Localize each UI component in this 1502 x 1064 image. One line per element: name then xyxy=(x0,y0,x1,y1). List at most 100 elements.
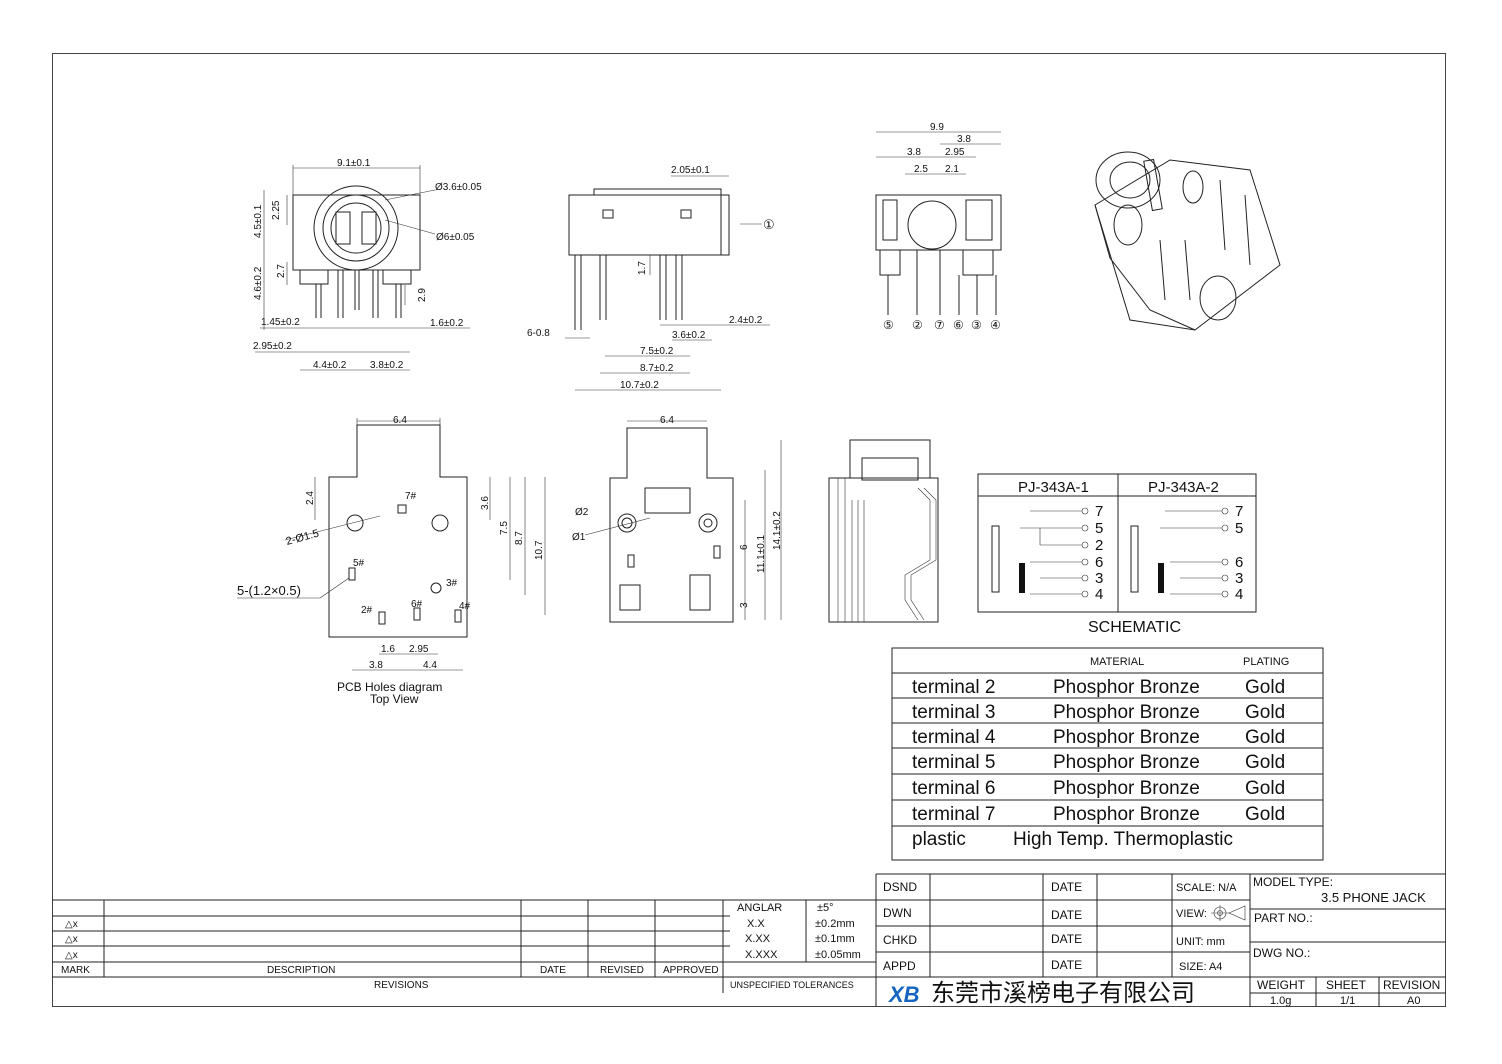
dim-side-pins: 6-0.8 xyxy=(527,328,550,339)
role-approved: APPD xyxy=(883,959,916,973)
dim-front-pin-length: 4.6±0.2 xyxy=(253,266,264,300)
tol-value-angle: ±5° xyxy=(817,902,834,914)
row-material: Phosphor Bronze xyxy=(1053,778,1200,799)
dim-pcb-1-6: 1.6 xyxy=(381,644,395,655)
dim-front-2-25: 2.25 xyxy=(271,200,282,220)
revisions-footer: REVISIONS xyxy=(374,980,429,991)
dim-pcb-3-8: 3.8 xyxy=(369,660,383,671)
size-value: SIZE: A4 xyxy=(1179,961,1222,973)
section-view xyxy=(828,439,939,623)
dim-rear-9-9: 9.9 xyxy=(930,122,944,133)
dim-front-2-7: 2.7 xyxy=(276,264,287,278)
dim-bottom-d2: Ø2 xyxy=(575,507,589,518)
dim-side-2-4: 2.4±0.2 xyxy=(729,315,763,326)
pcb-hole-6: 6# xyxy=(411,599,423,610)
row-part: terminal 5 xyxy=(912,752,995,773)
rev-header-mark: MARK xyxy=(61,965,90,976)
row-plating: Gold xyxy=(1245,702,1285,723)
projection-symbol-icon xyxy=(1211,905,1246,921)
pcb-caption: PCB Holes diagram xyxy=(337,680,442,694)
dim-pcb-10-7: 10.7 xyxy=(534,540,545,560)
revision-block: △x △x △x MARK DESCRIPTION DATE REVISED A… xyxy=(52,899,876,993)
row-part: terminal 6 xyxy=(912,778,995,799)
role-drawn: DWN xyxy=(883,906,912,920)
dim-front-1-6: 1.6±0.2 xyxy=(430,318,464,329)
schematic-right-pin-5: 5 xyxy=(1235,520,1243,537)
row-plating: Gold xyxy=(1245,752,1285,773)
row-part: terminal 3 xyxy=(912,702,995,723)
dim-front-3-8: 3.8±0.2 xyxy=(370,360,404,371)
company-name: 东莞市溪榜电子有限公司 xyxy=(931,980,1195,1007)
rev-header-date: DATE xyxy=(540,965,566,976)
role-checked: CHKD xyxy=(883,933,917,947)
schematic-left-pin-7: 7 xyxy=(1095,503,1103,520)
tol-value-xx: ±0.2mm xyxy=(815,918,855,930)
dim-pcb-8-7: 8.7 xyxy=(514,531,525,545)
pcb-hole-7: 7# xyxy=(405,491,417,502)
dim-pcb-6-4: 6.4 xyxy=(393,415,407,426)
row-plating: Gold xyxy=(1245,804,1285,825)
front-view: 9.1±0.1 Ø3.6±0.05 Ø6±0.05 2.25 4.5±0.1 2… xyxy=(253,158,482,371)
tol-label-xxx: X.XX xyxy=(745,933,771,945)
part-no-label: PART NO.: xyxy=(1254,911,1313,925)
dim-front-width: 9.1±0.1 xyxy=(337,158,371,169)
dim-rear-2-95: 2.95 xyxy=(945,147,965,158)
schematic-left-pin-4: 4 xyxy=(1095,586,1103,603)
dim-rear-2-1: 2.1 xyxy=(945,164,959,175)
tol-label-xxxx: X.XXX xyxy=(745,949,778,961)
rear-pin-7: ⑦ xyxy=(934,318,945,332)
rev-mark-2: △x xyxy=(65,934,78,945)
dim-pcb-2-4: 2.4 xyxy=(305,491,316,505)
schematic-right-pin-6: 6 xyxy=(1235,554,1243,571)
schematic-model-2: PJ-343A-2 xyxy=(1148,479,1219,496)
dim-rear-2-5: 2.5 xyxy=(914,164,928,175)
schematic-model-1: PJ-343A-1 xyxy=(1018,479,1089,496)
dim-bottom-6-4: 6.4 xyxy=(660,415,674,426)
company-logo-icon: XB xyxy=(887,982,920,1007)
row-material: Phosphor Bronze xyxy=(1053,727,1200,748)
rev-header-approved: APPROVED xyxy=(663,965,719,976)
role-designed: DSND xyxy=(883,880,917,894)
row-material: Phosphor Bronze xyxy=(1053,677,1200,698)
view-label: VIEW: xyxy=(1176,908,1207,920)
weight-label: WEIGHT xyxy=(1257,978,1306,992)
row-material: Phosphor Bronze xyxy=(1053,702,1200,723)
rear-pin-3: ③ xyxy=(971,318,982,332)
side-callout-1: ① xyxy=(763,217,775,232)
dim-side-2-05: 2.05±0.1 xyxy=(671,165,710,176)
revision-value: A0 xyxy=(1407,995,1420,1007)
date-label: DATE xyxy=(1051,908,1082,922)
weight-value: 1.0g xyxy=(1270,995,1291,1007)
tol-value-xxx: ±0.1mm xyxy=(815,933,855,945)
schematic-left-pin-6: 6 xyxy=(1095,554,1103,571)
schematic-right-pin-7: 7 xyxy=(1235,503,1243,520)
dim-side-3-6: 3.6±0.2 xyxy=(672,330,706,341)
date-label: DATE xyxy=(1051,958,1082,972)
dim-front-4-4: 4.4±0.2 xyxy=(313,360,347,371)
tol-label-xx: X.X xyxy=(747,918,765,930)
tolerances-footer: UNSPECIFIED TOLERANCES xyxy=(730,980,854,990)
bottom-view: 6.4 Ø2 Ø1 6 11.1±0.1 14.1±0.2 3 xyxy=(572,415,783,623)
rev-mark-3: △x xyxy=(65,950,78,961)
schematic-label: SCHEMATIC xyxy=(1088,619,1181,636)
dim-front-2-9: 2.9 xyxy=(417,288,428,302)
dim-side-1-7: 1.7 xyxy=(637,261,648,275)
model-type-label: MODEL TYPE: xyxy=(1253,875,1333,889)
row-part: terminal 7 xyxy=(912,804,995,825)
sheet-value: 1/1 xyxy=(1340,995,1355,1007)
dim-side-8-7: 8.7±0.2 xyxy=(640,363,674,374)
schematic-right-pin-4: 4 xyxy=(1235,586,1243,603)
dim-bottom-3: 3 xyxy=(739,602,750,608)
schematic-left-pin-2: 2 xyxy=(1095,537,1103,554)
date-label: DATE xyxy=(1051,932,1082,946)
pcb-caption-view: Top View xyxy=(370,692,419,706)
rev-mark-1: △x xyxy=(65,919,78,930)
drawing-border xyxy=(52,53,1446,1007)
row-plating: Gold xyxy=(1245,778,1285,799)
tol-value-xxxx: ±0.05mm xyxy=(815,949,861,961)
dim-side-7-5: 7.5±0.2 xyxy=(640,346,674,357)
dim-bottom-14-1: 14.1±0.2 xyxy=(772,511,783,550)
row-material: Phosphor Bronze xyxy=(1053,804,1200,825)
rev-header-description: DESCRIPTION xyxy=(267,965,335,976)
